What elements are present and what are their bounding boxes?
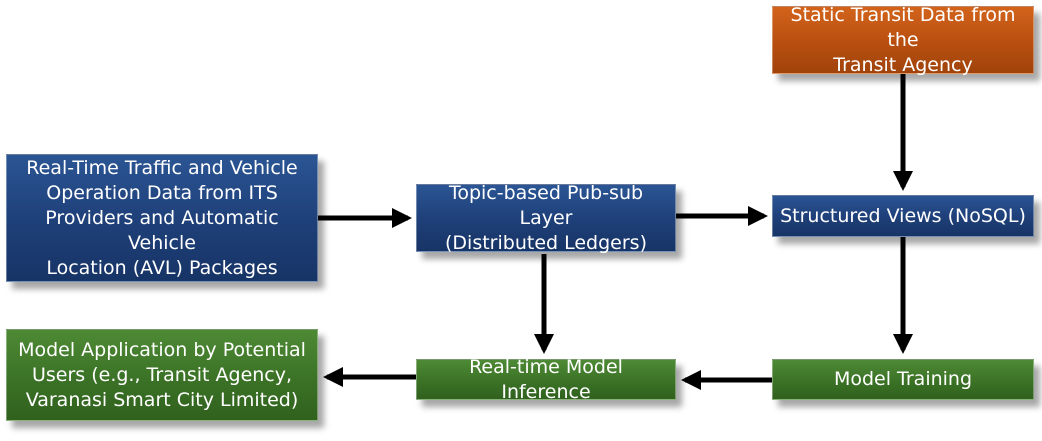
node-model-training-label: Model Training — [833, 368, 973, 390]
node-pubsub-layer-label: Topic-based Pub-sub Layer (Distributed L… — [445, 181, 647, 254]
node-static-transit-data-label: Static Transit Data from the Transit Age… — [790, 3, 1016, 76]
node-model-training: Model Training — [772, 359, 1034, 400]
node-structured-views: Structured Views (NoSQL) — [772, 195, 1034, 237]
node-realtime-traffic-data: Real-Time Traffic and Vehicle Operation … — [6, 154, 318, 282]
node-static-transit-data: Static Transit Data from the Transit Age… — [772, 4, 1034, 76]
node-model-application: Model Application by Potential Users (e.… — [6, 329, 318, 421]
node-pubsub-layer: Topic-based Pub-sub Layer (Distributed L… — [416, 182, 676, 254]
node-realtime-inference: Real-time Model Inference — [416, 356, 676, 403]
node-realtime-inference-label: Real-time Model Inference — [469, 355, 623, 403]
node-realtime-traffic-data-label: Real-Time Traffic and Vehicle Operation … — [26, 156, 298, 279]
node-model-application-label: Model Application by Potential Users (e.… — [18, 338, 306, 411]
node-structured-views-label: Structured Views (NoSQL) — [780, 204, 1026, 227]
